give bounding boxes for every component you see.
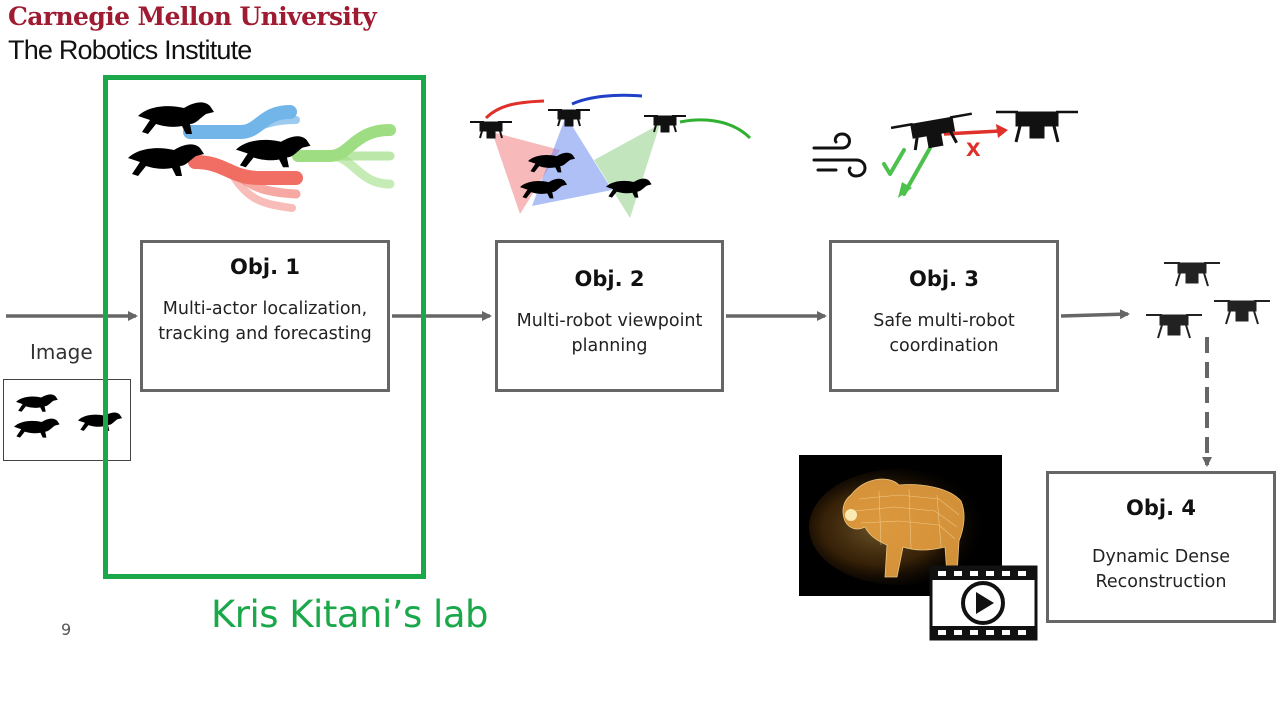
objective-3-box: Obj. 3 Safe multi-robot coordination [829, 240, 1059, 392]
objective-3-description: Safe multi-robot coordination [873, 311, 1015, 356]
department-title: The Robotics Institute [8, 35, 252, 65]
cheetah-icon [520, 152, 652, 199]
objective-1-title: Obj. 1 [230, 255, 300, 279]
objective-1-description: Multi-actor localization, tracking and f… [158, 299, 372, 344]
objective-1-box: Obj. 1 Multi-actor localization, trackin… [140, 240, 390, 392]
cheetah-icon [128, 102, 311, 176]
lab-label: Kris Kitani’s lab [211, 593, 489, 636]
objective-4-box: Obj. 4 Dynamic Dense Reconstruction [1046, 471, 1276, 623]
drone-icon [890, 110, 1078, 151]
objective-4-description: Dynamic Dense Reconstruction [1092, 547, 1230, 592]
drone-icon [470, 109, 686, 139]
objective-2-title: Obj. 2 [574, 267, 645, 291]
wind-icon [812, 132, 867, 178]
objective-2-description: Multi-robot viewpoint planning [516, 311, 703, 356]
input-image-thumbnail [3, 379, 131, 461]
objective-3-title: Obj. 3 [909, 267, 979, 291]
input-image-label: Image [30, 340, 93, 364]
checkmark-icon [882, 148, 906, 176]
wireframe-animal-image [799, 455, 1002, 596]
reconstruction-render-image [799, 455, 1002, 596]
page-number: 9 [61, 620, 72, 639]
cheetah-icon [14, 394, 123, 438]
institution-title: Carnegie Mellon University [8, 2, 377, 31]
arrow-obj3-to-drones [1060, 309, 1130, 320]
lab-highlight-frame [103, 75, 426, 579]
objective-2-box: Obj. 2 Multi-robot viewpoint planning [495, 240, 724, 392]
drone-icon [1146, 262, 1270, 339]
blocked-direction-mark: X [966, 139, 981, 161]
objective-4-title: Obj. 4 [1126, 496, 1196, 520]
